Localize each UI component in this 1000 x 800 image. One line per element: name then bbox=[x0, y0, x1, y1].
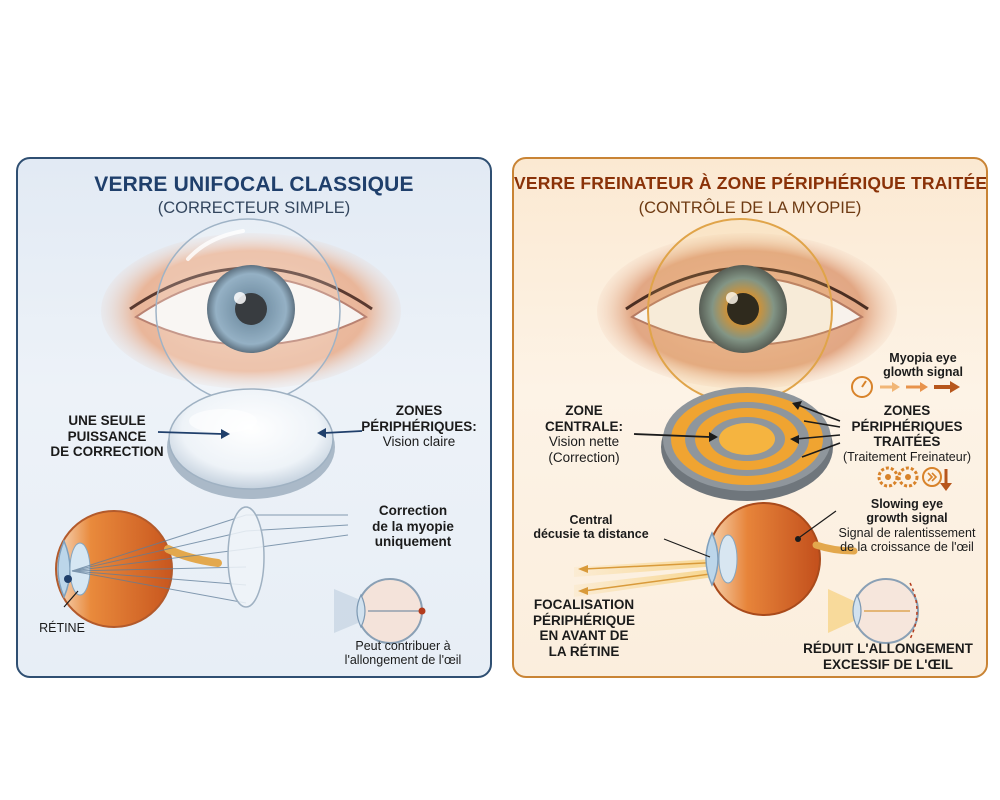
peripheral-arrows bbox=[795, 404, 841, 458]
cornea bbox=[57, 539, 71, 599]
central-pointer bbox=[663, 538, 711, 558]
lens-shine bbox=[186, 229, 245, 261]
eye-highlight bbox=[726, 292, 738, 304]
arrowhead bbox=[709, 432, 718, 442]
myopia-control-subtitle: (CONTRÔLE DE LA MYOPIE) bbox=[638, 199, 862, 217]
single-vision-subtitle: (CORRECTEUR SIMPLE) bbox=[157, 199, 351, 217]
arrowhead bbox=[792, 401, 802, 410]
single-vision-panel: VERRE UNIFOCAL CLASSIQUE (CORRECTEUR SIM… bbox=[16, 157, 492, 678]
lens-shine bbox=[189, 409, 257, 433]
timer-icon bbox=[851, 376, 873, 398]
growth-arrows bbox=[880, 381, 960, 393]
retina-point bbox=[64, 575, 72, 583]
optic-nerve bbox=[164, 545, 222, 567]
timer-icon-hand bbox=[861, 380, 867, 388]
retina-pointer bbox=[63, 590, 79, 608]
down-arrow-head bbox=[940, 483, 952, 491]
gear-icon bbox=[897, 466, 919, 488]
central-zone-arrow bbox=[633, 433, 711, 438]
arrowhead bbox=[578, 587, 588, 595]
single-vision-lens bbox=[168, 388, 334, 490]
optic-nerve bbox=[812, 541, 858, 555]
correction-label: Correction de la myopie uniquement bbox=[372, 503, 454, 550]
light-rays bbox=[71, 514, 349, 604]
slowing-signal-label: Slowing eye growth signal Signal de rale… bbox=[838, 497, 976, 555]
eye-highlight bbox=[234, 292, 246, 304]
convex-lens bbox=[227, 506, 265, 608]
focus-point bbox=[418, 607, 426, 615]
arrowhead bbox=[790, 435, 799, 444]
small-eye-cornea bbox=[852, 593, 862, 629]
arrowhead bbox=[317, 428, 326, 438]
arrowhead bbox=[578, 565, 588, 573]
fast-forward-icon bbox=[922, 467, 942, 487]
contact-lens-bubble bbox=[155, 218, 341, 404]
central-zone-label: ZONE CENTRALE: Vision nette (Correction) bbox=[545, 403, 623, 465]
elongation-label: Peut contribuer à l'allongement de l'œil bbox=[344, 639, 462, 668]
single-vision-illustration bbox=[55, 218, 426, 644]
single-power-arrow bbox=[157, 431, 224, 435]
peripheral-zones-label: ZONES PÉRIPHÉRIQUES: Vision claire bbox=[361, 403, 477, 450]
myopia-control-panel: VERRE FREINATEUR À ZONE PÉRIPHÉRIQUE TRA… bbox=[512, 157, 988, 678]
incoming-light bbox=[828, 589, 854, 633]
myopia-control-title: VERRE FREINATEUR À ZONE PÉRIPHÉRIQUE TRA… bbox=[514, 173, 988, 193]
central-distance-label: Central décusie ta distance bbox=[533, 513, 649, 542]
slowing-pointer bbox=[799, 510, 837, 538]
myopia-control-illustration bbox=[574, 218, 960, 644]
amber-contact-lens-bubble bbox=[647, 218, 833, 404]
peripheral-zones-label: ZONES PÉRIPHÉRIQUES TRAITÉES (Traitement… bbox=[842, 403, 972, 464]
retina-label: RÉTINE bbox=[39, 621, 85, 635]
incoming-light bbox=[334, 589, 358, 633]
peripheral-focus-label: FOCALISATION PÉRIPHÉRIQUE EN AVANT DE LA… bbox=[532, 597, 636, 659]
crystalline-lens bbox=[718, 534, 738, 584]
reduces-elongation-label: RÉDUIT L'ALLONGEMENT EXCESSIF DE L'ŒIL bbox=[803, 641, 973, 672]
central-zone bbox=[719, 423, 775, 455]
arrowhead bbox=[221, 429, 230, 439]
small-eye-cornea bbox=[356, 593, 366, 629]
peripheral-arrow bbox=[323, 430, 363, 434]
fast-forward-chevrons bbox=[927, 472, 938, 482]
single-vision-title: VERRE UNIFOCAL CLASSIQUE bbox=[94, 173, 414, 196]
cornea bbox=[705, 531, 719, 587]
pointer-dot bbox=[795, 536, 801, 542]
growth-signal-label: Myopia eye glowth signal bbox=[883, 351, 963, 380]
gear-icon bbox=[877, 466, 899, 488]
single-power-label: UNE SEULE PUISSANCE DE CORRECTION bbox=[50, 413, 164, 460]
